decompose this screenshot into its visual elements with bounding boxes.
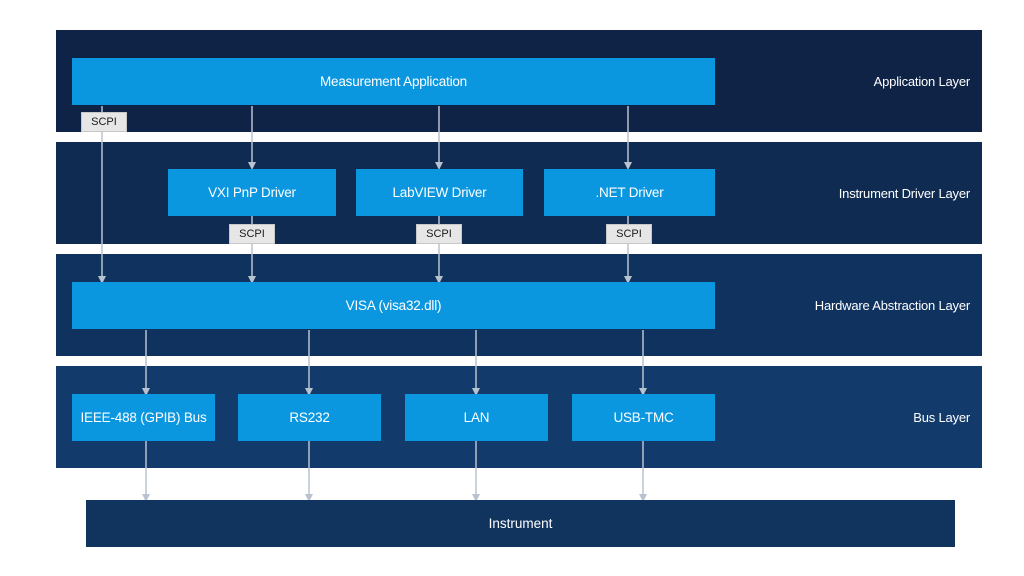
bus-layer-label: Bus Layer [913, 409, 970, 425]
scpi-tag-vxi: SCPI [229, 224, 275, 244]
vxi-pnp-driver-box: VXI PnP Driver [168, 169, 336, 216]
instrument-box: Instrument [86, 500, 955, 547]
gpib-bus-box: IEEE-488 (GPIB) Bus [72, 394, 215, 441]
usb-tmc-box: USB-TMC [572, 394, 715, 441]
rs232-box: RS232 [238, 394, 381, 441]
application-layer-label: Application Layer [873, 73, 971, 89]
visa-box: VISA (visa32.dll) [72, 282, 715, 329]
measurement-application-box: Measurement Application [72, 58, 715, 105]
instrument-driver-layer-label: Instrument Driver Layer [838, 185, 970, 201]
scpi-tag-app: SCPI [81, 112, 127, 132]
lan-box: LAN [405, 394, 548, 441]
labview-driver-box: LabVIEW Driver [356, 169, 523, 216]
scpi-tag-net: SCPI [606, 224, 652, 244]
hardware-abstraction-layer-label: Hardware Abstraction Layer [814, 297, 970, 313]
scpi-tag-labview: SCPI [416, 224, 462, 244]
net-driver-box: .NET Driver [544, 169, 715, 216]
